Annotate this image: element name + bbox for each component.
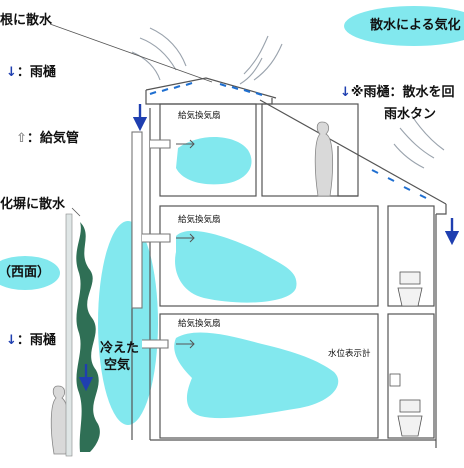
- green-wall: [65, 213, 100, 457]
- cool-air-column: [98, 221, 158, 425]
- cool-air-regions: [98, 136, 339, 425]
- effect-bubble-label: 散水による気化: [370, 18, 461, 33]
- fan-label-floor-1: 給気換気扇: [178, 319, 221, 329]
- note-line-1: ↓※雨樋：散水を回: [340, 85, 455, 100]
- people: [50, 121, 334, 455]
- water-level-meter: [389, 373, 401, 387]
- rain-gutter-arrows: [78, 104, 460, 392]
- down-arrow-icon: ↓: [340, 85, 351, 100]
- cool-air-floor-3: [176, 136, 252, 185]
- cooled-air-label-line2: 空気: [104, 358, 131, 373]
- toilets: [397, 271, 423, 437]
- west-face-bubble: [0, 256, 60, 290]
- roof-watering-label: 根に散水: [0, 13, 53, 28]
- down-arrow-icon: ↓: [6, 65, 17, 80]
- rain-gutter-label-top: ↓：雨樋: [6, 65, 56, 80]
- leader-lines: [49, 23, 213, 217]
- cooled-air-label-line1: 冷えた: [100, 341, 140, 356]
- effect-bubble: [344, 6, 464, 46]
- evaporation-swirls: [131, 27, 445, 169]
- rain-gutter-label-bottom: ↓：雨樋: [6, 333, 56, 348]
- supply-pipe-label: ⇧：給気管: [16, 131, 79, 146]
- person-roof: [314, 121, 334, 197]
- note-line-2: 雨水タン: [384, 107, 437, 122]
- supply-pipe: [131, 131, 171, 349]
- water-level-label: 水位表示計: [328, 349, 371, 359]
- person-ground: [50, 385, 70, 455]
- west-face-label: （西面）: [0, 265, 51, 280]
- cool-air-floor-1: [174, 332, 339, 419]
- down-arrow-icon: ↓: [6, 333, 17, 348]
- fan-label-floor-2: 給気換気扇: [178, 215, 221, 225]
- fan-airflow-arrows: [176, 139, 195, 349]
- pipe-arrow-icon: ⇧: [16, 131, 27, 146]
- cool-air-floor-2: [175, 230, 297, 303]
- wall-watering-label: 化塀に散水: [0, 197, 66, 212]
- spray-dashes: [149, 82, 427, 199]
- fan-label-floor-3: 給気換気扇: [178, 111, 221, 121]
